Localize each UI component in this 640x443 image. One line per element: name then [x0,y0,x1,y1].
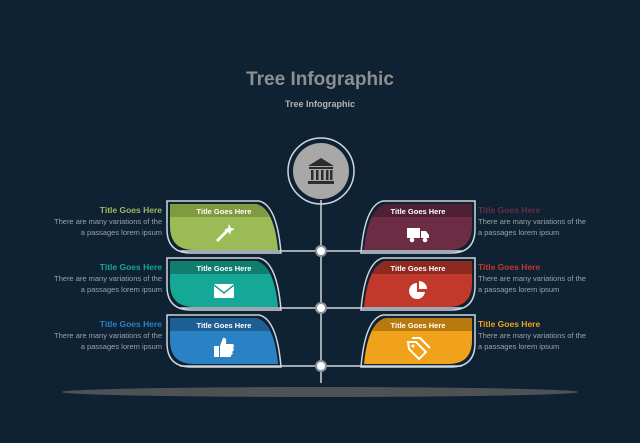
top-node [287,137,355,205]
side-desc-line: There are many variations of the [54,331,162,340]
leaf-left-3 [166,314,282,368]
side-heading: Title Goes Here [99,262,162,272]
leaf-right-3 [360,314,476,368]
leaf-title: Title Goes Here [196,207,252,216]
side-desc-line: a passages lorem ipsum [478,228,560,237]
leaf-title: Title Goes Here [390,264,446,273]
tag-icon [406,337,431,361]
side-desc-line: a passages lorem ipsum [80,342,162,351]
side-heading: Title Goes Here [99,205,162,215]
truck-icon [407,228,429,243]
branch-joint [315,360,327,372]
leaves-layer [166,200,476,368]
side-desc-line: a passages lorem ipsum [80,285,162,294]
side-desc-line: a passages lorem ipsum [478,285,560,294]
thumbs-up-icon [214,337,234,357]
side-desc-line: There are many variations of the [54,274,162,283]
side-desc-line: There are many variations of the [54,217,162,226]
leaf-right-1 [360,200,476,254]
side-desc-line: There are many variations of the [478,217,586,226]
side-heading: Title Goes Here [99,319,162,329]
side-desc-line: There are many variations of the [478,274,586,283]
side-heading: Title Goes Here [478,262,541,272]
magic-wand-icon [215,224,235,243]
side-heading: Title Goes Here [478,319,541,329]
branch-joint [315,302,327,314]
side-desc-line: There are many variations of the [478,331,586,340]
side-heading: Title Goes Here [478,205,541,215]
envelope-icon [213,284,235,298]
leaf-left-1 [166,200,282,254]
page-subtitle: Tree Infographic [284,99,355,109]
leaf-title: Title Goes Here [390,321,446,330]
side-desc-line: a passages lorem ipsum [478,342,560,351]
ground-shadow [62,387,578,397]
side-desc-line: a passages lorem ipsum [80,228,162,237]
leaf-title: Title Goes Here [196,264,252,273]
leaf-title: Title Goes Here [390,207,446,216]
bank-icon [308,158,334,184]
leaf-right-2 [360,257,476,311]
pie-chart-icon [409,281,427,299]
leaf-title: Title Goes Here [196,321,252,330]
branch-joint [315,245,327,257]
leaf-left-2 [166,257,282,311]
page-title: Tree Infographic [246,69,394,90]
